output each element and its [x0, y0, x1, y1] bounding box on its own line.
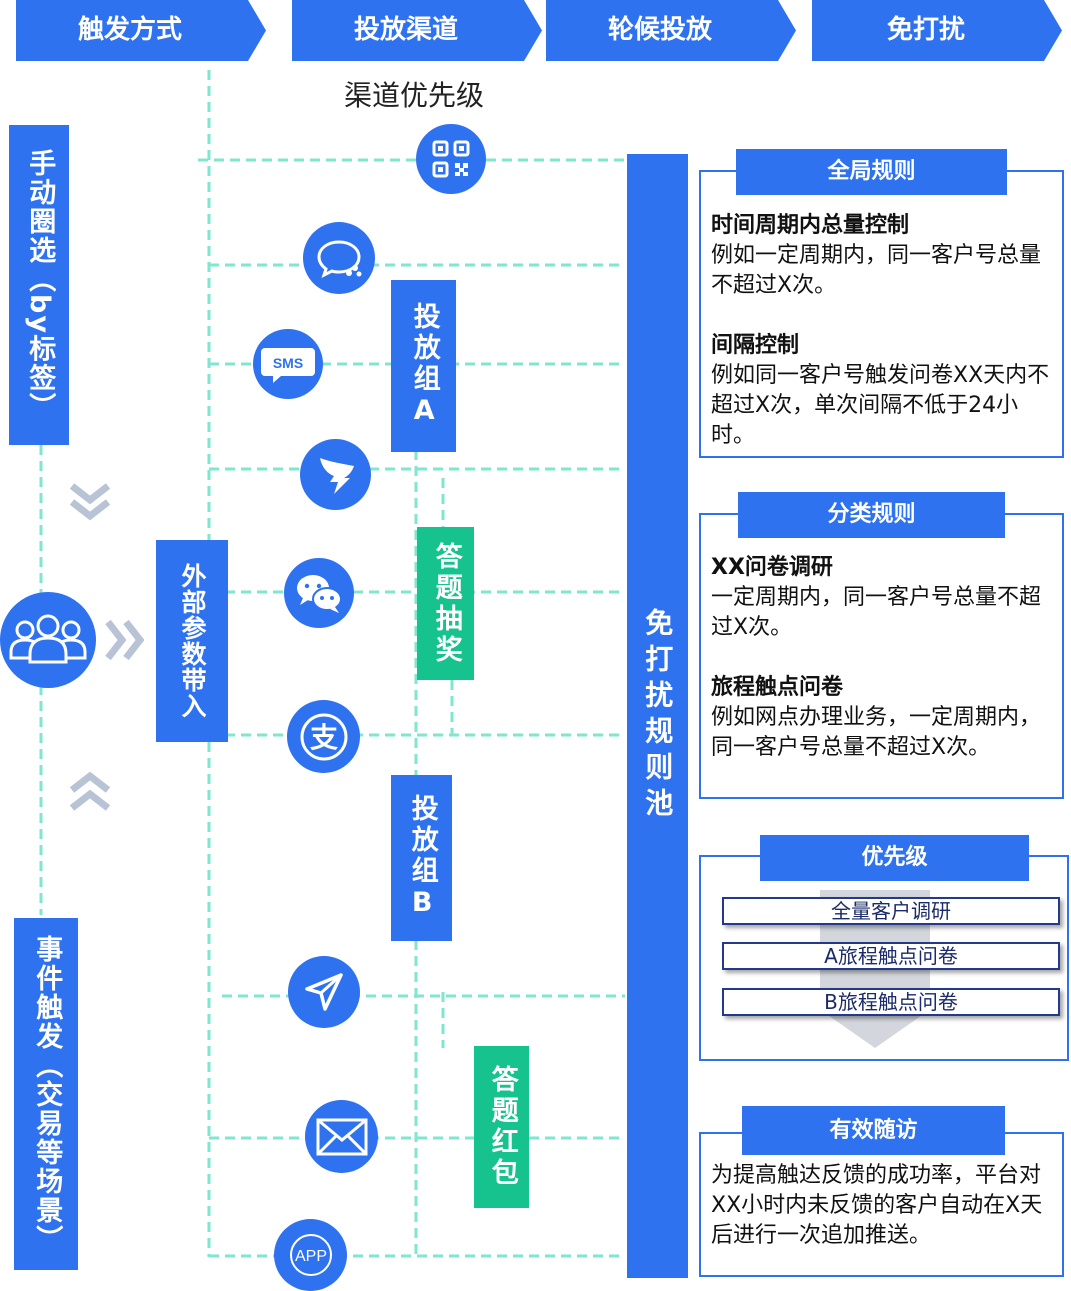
- category-rule-2-title: 旅程触点问卷: [711, 675, 844, 700]
- priority-item-2: A旅程触点问卷: [722, 942, 1060, 970]
- global-rule-2-text: 例如同一客户号触发问卷XX天内不超过X次，单次间隔不低于24小时。: [711, 363, 1050, 448]
- sms-icon-label: SMS: [273, 355, 303, 371]
- red-packet-box: 答题红包: [474, 1046, 529, 1208]
- category-rule-1-text: 一定周期内，同一客户号总量不超过X次。: [711, 585, 1042, 640]
- alipay-icon[interactable]: 支: [287, 700, 360, 773]
- lottery-box: 答题抽奖: [417, 527, 474, 680]
- global-rules-title: 全局规则: [736, 149, 1007, 195]
- wechat-mini-icon[interactable]: [303, 222, 375, 294]
- category-rules-content: XX问卷调研 一定周期内，同一客户号总量不超过X次。 旅程触点问卷 例如网点办理…: [711, 553, 1051, 763]
- header-trigger-method: 触发方式: [16, 0, 266, 61]
- qr-code-icon[interactable]: [416, 124, 486, 194]
- header-label: 轮候投放: [607, 15, 712, 45]
- dingtalk-icon[interactable]: [300, 439, 371, 510]
- app-icon-label: APP: [294, 1248, 326, 1265]
- event-trigger-label: 事件触发（交易等场景）: [31, 934, 63, 1254]
- app-icon[interactable]: APP: [274, 1219, 347, 1291]
- rule-pool-label: 免打扰规则池: [641, 608, 675, 824]
- channel-priority-label: 渠道优先级: [344, 79, 485, 112]
- red-packet-label: 答题红包: [486, 1065, 518, 1189]
- wechat-icon[interactable]: [284, 558, 354, 628]
- header-delivery-channel: 投放渠道: [292, 0, 542, 61]
- category-rules-panel: [699, 513, 1064, 799]
- rule-pool-box: 免打扰规则池: [627, 154, 688, 1278]
- global-rule-1-text: 例如一定周期内，同一客户号总量不超过X次。: [711, 243, 1042, 298]
- global-rules-panel: [699, 170, 1064, 458]
- category-rules-title: 分类规则: [738, 492, 1005, 538]
- group-a-label: 投放组A: [408, 302, 440, 430]
- follow-up-text: 为提高触达反馈的成功率，平台对XX小时内未反馈的客户自动在X天后进行一次追加推送…: [711, 1163, 1043, 1248]
- category-rule-2-text: 例如网点办理业务，一定周期内，同一客户号总量不超过X次。: [711, 705, 1042, 760]
- group-a-box: 投放组A: [391, 280, 456, 452]
- global-rule-1-title: 时间周期内总量控制: [711, 213, 910, 238]
- group-b-box: 投放组B: [391, 775, 452, 941]
- header-label: 触发方式: [77, 15, 182, 45]
- send-icon[interactable]: [288, 956, 360, 1028]
- lottery-label: 答题抽奖: [430, 541, 462, 666]
- priority-item-3: B旅程触点问卷: [722, 988, 1060, 1016]
- external-params-label: 外部参数带入: [178, 563, 207, 719]
- chevron-down-icon: [69, 483, 111, 521]
- header-label: 免打扰: [886, 15, 965, 45]
- header-label: 投放渠道: [353, 15, 458, 45]
- chevron-right-icon: [105, 619, 145, 661]
- sms-icon[interactable]: SMS: [253, 329, 323, 399]
- mail-icon[interactable]: [305, 1100, 378, 1173]
- customer-group-icon: [0, 592, 96, 688]
- event-trigger-box: 事件触发（交易等场景）: [14, 918, 78, 1270]
- header-rotation-delivery: 轮候投放: [546, 0, 796, 61]
- global-rule-2-title: 间隔控制: [711, 333, 800, 358]
- priority-title: 优先级: [760, 835, 1029, 881]
- manual-trigger-box: 手动圈选（by标签）: [9, 125, 69, 445]
- manual-trigger-label: 手动圈选（by标签）: [24, 148, 56, 422]
- external-params-box: 外部参数带入: [156, 540, 228, 742]
- priority-item-1: 全量客户调研: [722, 897, 1060, 925]
- global-rules-content: 时间周期内总量控制 例如一定周期内，同一客户号总量不超过X次。 间隔控制 例如同…: [711, 211, 1051, 451]
- header-do-not-disturb: 免打扰: [812, 0, 1062, 61]
- follow-up-title: 有效随访: [742, 1106, 1005, 1155]
- category-rule-1-title: XX问卷调研: [711, 555, 833, 580]
- follow-up-panel: [699, 1132, 1064, 1277]
- group-b-label: 投放组B: [406, 794, 438, 922]
- chevron-up-icon: [69, 771, 111, 811]
- alipay-icon-label: 支: [309, 721, 337, 754]
